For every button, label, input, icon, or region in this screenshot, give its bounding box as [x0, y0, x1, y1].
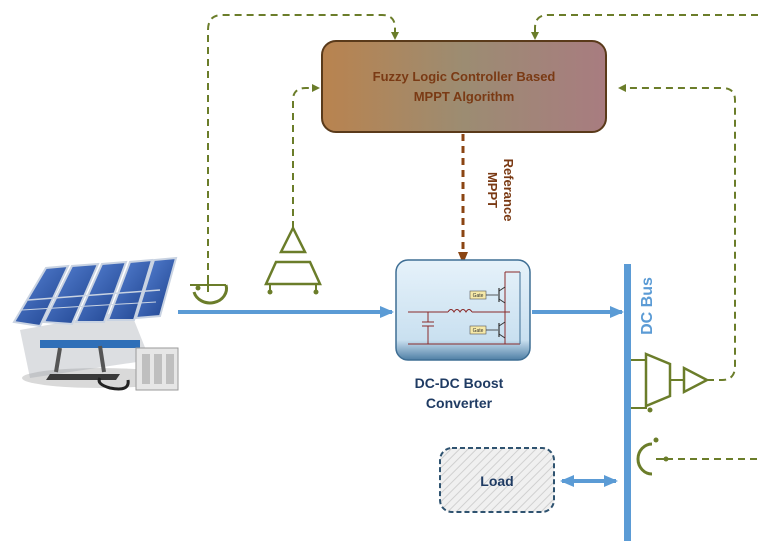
voltage-sensor-icon	[264, 225, 322, 295]
boost-circuit-schematic	[408, 271, 521, 345]
dc-bus-bar	[624, 264, 631, 541]
load-label: Load	[480, 473, 513, 489]
bus-current-feedback-top-line	[531, 14, 758, 40]
bus-current-sensor-icon	[636, 437, 669, 476]
gate-label-lower: Gate	[473, 328, 484, 334]
converter-label-line2: Converter	[426, 395, 493, 411]
dc-bus-label: DC Bus	[639, 277, 656, 335]
pv-voltage-feedback-line	[292, 84, 320, 228]
bus-voltage-feedback-line	[618, 84, 736, 381]
mppt-reference-label-line2: Referance	[501, 159, 516, 222]
bus-voltage-sensor-icon	[631, 352, 710, 413]
solar-panel-icon	[12, 256, 179, 391]
current-sensor-icon	[190, 282, 228, 305]
controller-title-line1: Fuzzy Logic Controller Based	[373, 69, 556, 84]
controller-title-line2: MPPT Algorithm	[414, 89, 515, 104]
boost-converter-block[interactable]: Gate Gate	[395, 259, 531, 361]
igbt-switch-icon: Gate Gate	[469, 286, 506, 339]
load-block[interactable]: Load	[439, 447, 555, 513]
gate-label-upper: Gate	[473, 293, 484, 299]
pv-current-feedback-line	[207, 14, 399, 282]
mppt-reference-label-line1: MPPT	[485, 172, 500, 208]
fuzzy-controller-block[interactable]: Fuzzy Logic Controller Based MPPT Algori…	[321, 40, 607, 133]
converter-label-line1: DC-DC Boost	[415, 375, 504, 391]
